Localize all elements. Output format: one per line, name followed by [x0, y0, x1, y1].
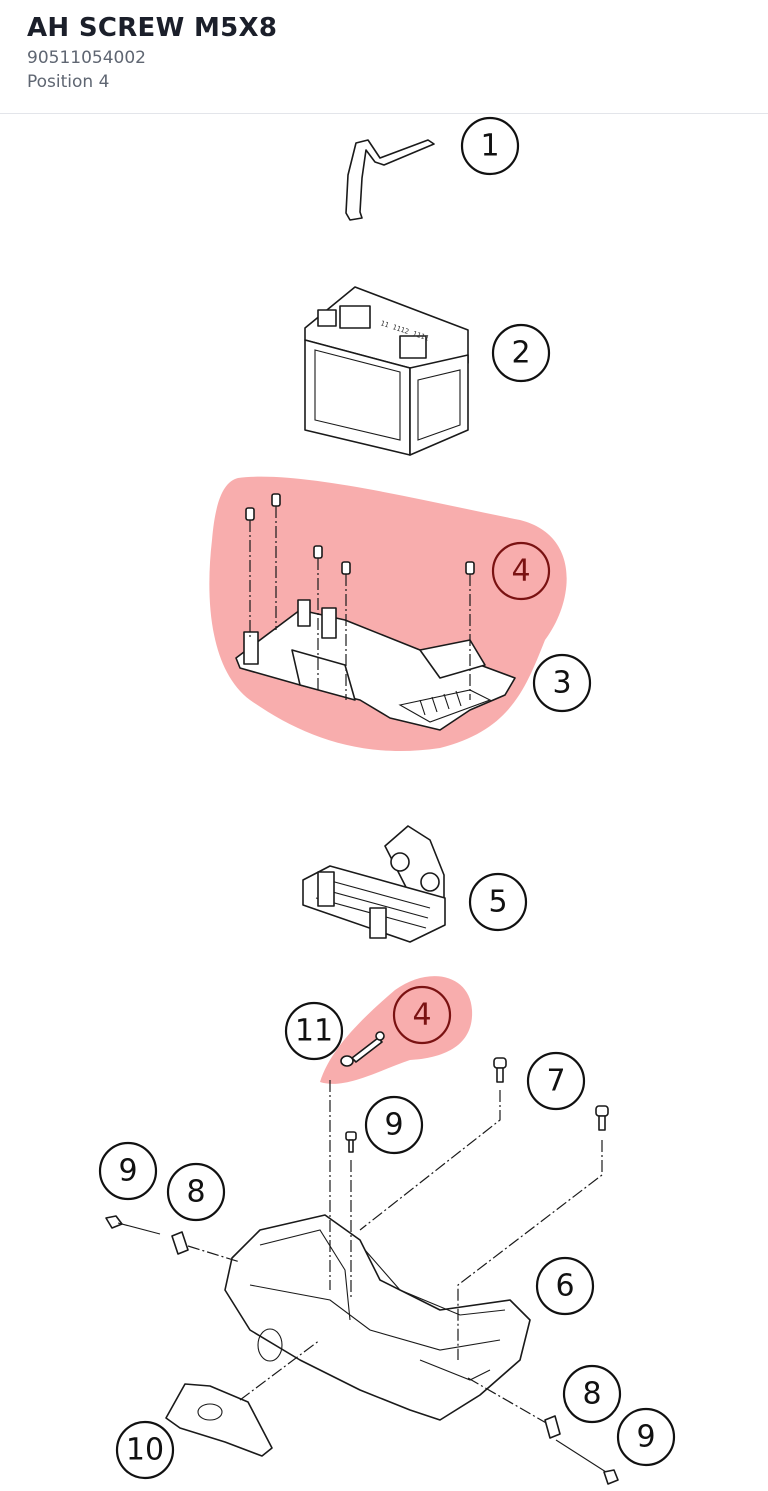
svg-text:2: 2	[511, 336, 530, 371]
svg-text:8: 8	[582, 1377, 601, 1412]
callout-2[interactable]: 2	[491, 323, 551, 383]
svg-text:1: 1	[480, 129, 499, 164]
callout-8-left[interactable]: 8	[166, 1162, 226, 1222]
callout-9-upper[interactable]: 9	[364, 1095, 424, 1155]
screw-part-9-upper[interactable]	[345, 1131, 357, 1300]
callout-10[interactable]: 10	[115, 1420, 175, 1480]
clip-part-8-right[interactable]	[467, 1377, 619, 1485]
callout-4-lower[interactable]: 4	[392, 985, 452, 1045]
svg-text:6: 6	[555, 1269, 574, 1304]
cover-part-10[interactable]	[165, 1339, 321, 1457]
screw-position-4-upper[interactable]	[245, 493, 475, 700]
svg-text:7: 7	[546, 1064, 565, 1099]
svg-text:8: 8	[186, 1175, 205, 1210]
regulator-part-5[interactable]	[302, 825, 446, 943]
callout-7[interactable]: 7	[526, 1051, 586, 1111]
clip-part-8-left[interactable]	[105, 1215, 241, 1263]
callout-11[interactable]: 11	[284, 1001, 344, 1061]
part-title: AH SCREW M5X8	[27, 13, 278, 43]
callout-6[interactable]: 6	[535, 1256, 595, 1316]
svg-text:3: 3	[552, 666, 571, 701]
part-header: AH SCREW M5X8 90511054002 Position 4	[0, 0, 768, 114]
svg-text:4: 4	[511, 554, 530, 589]
bracket-part-1[interactable]	[345, 139, 435, 221]
svg-text:9: 9	[384, 1108, 403, 1143]
battery-part-2[interactable]: 11 1112 1111	[304, 286, 469, 456]
exploded-parts-diagram: 11 1112 1111	[98, 116, 676, 1485]
part-number: 90511054002	[27, 48, 146, 68]
battery-holder-part-3[interactable]	[235, 599, 516, 731]
bolt-part-7[interactable]	[359, 1057, 609, 1360]
callout-8-right[interactable]: 8	[562, 1364, 622, 1424]
svg-text:4: 4	[412, 998, 431, 1033]
callout-9-left[interactable]: 9	[98, 1141, 158, 1201]
callout-5[interactable]: 5	[468, 872, 528, 932]
under-tray-part-6[interactable]	[224, 1214, 531, 1421]
screw-position-4-lower[interactable]	[329, 1031, 385, 1290]
svg-text:11: 11	[295, 1014, 333, 1049]
callout-1[interactable]: 1	[460, 116, 520, 176]
callout-9-right[interactable]: 9	[616, 1407, 676, 1467]
svg-text:10: 10	[126, 1433, 164, 1468]
part-position: Position 4	[27, 72, 110, 92]
svg-text:9: 9	[636, 1420, 655, 1455]
callout-4-upper[interactable]: 4	[491, 541, 551, 601]
svg-text:9: 9	[118, 1154, 137, 1189]
callout-3[interactable]: 3	[532, 653, 592, 713]
svg-text:5: 5	[488, 885, 507, 920]
